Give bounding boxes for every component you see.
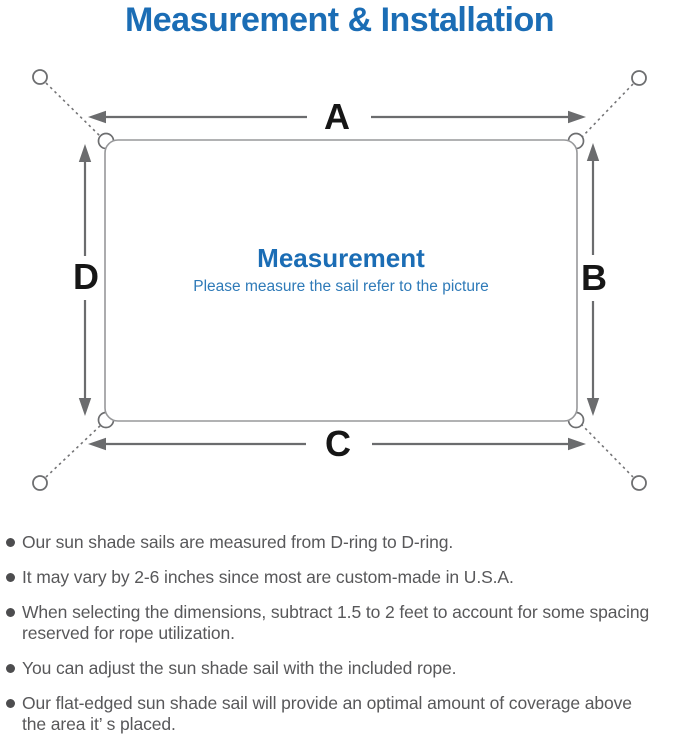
list-item: Our flat-edged sun shade sail will provi… [6,693,679,735]
dimension-label-b: B [581,257,607,298]
bullet-dot-icon [6,573,15,582]
dimension-label-c: C [325,423,351,464]
dimension-label-a: A [324,96,350,137]
arrow-a [88,110,586,124]
sail-outline [104,139,578,422]
measurement-diagram: A B C D Measurement Please measure the s… [0,55,679,515]
anchor-point-bottom-right-icon [631,475,647,491]
anchor-point-top-left-icon [32,69,48,85]
diagram-center-subtitle: Please measure the sail refer to the pic… [193,278,489,295]
list-item: You can adjust the sun shade sail with t… [6,658,679,679]
bullet-dot-icon [6,608,15,617]
list-item: When selecting the dimensions, subtract … [6,602,679,644]
bullet-dot-icon [6,664,15,673]
anchor-points [32,69,647,491]
list-item: It may vary by 2-6 inches since most are… [6,567,679,588]
bullet-dot-icon [6,699,15,708]
tension-line-bottom-right [580,423,634,478]
measure-arrows [78,110,600,451]
sail-diagram-graphic [32,69,647,491]
note-text: Our sun shade sails are measured from D-… [22,532,454,552]
note-text: Our flat-edged sun shade sail will provi… [22,693,632,734]
note-text: It may vary by 2-6 inches since most are… [22,567,514,587]
page-title: Measurement & Installation [124,1,555,39]
measurement-notes-list: Our sun shade sails are measured from D-… [0,532,679,749]
arrow-b [586,143,600,416]
arrow-c [88,437,586,451]
arrow-d [78,144,92,416]
list-item: Our sun shade sails are measured from D-… [6,532,679,553]
note-text: When selecting the dimensions, subtract … [22,602,650,643]
tension-line-bottom-left [45,423,103,478]
diagram-center-title: Measurement [257,243,425,273]
tension-line-top-left [45,82,103,139]
tension-lines [45,82,634,478]
anchor-point-top-right-icon [631,70,647,86]
dimension-label-d: D [73,256,99,297]
bullet-dot-icon [6,538,15,547]
anchor-point-bottom-left-icon [32,475,48,491]
tension-line-top-right [580,83,634,139]
note-text: You can adjust the sun shade sail with t… [22,658,457,678]
diagram-center-text: Measurement Please measure the sail refe… [193,243,489,300]
